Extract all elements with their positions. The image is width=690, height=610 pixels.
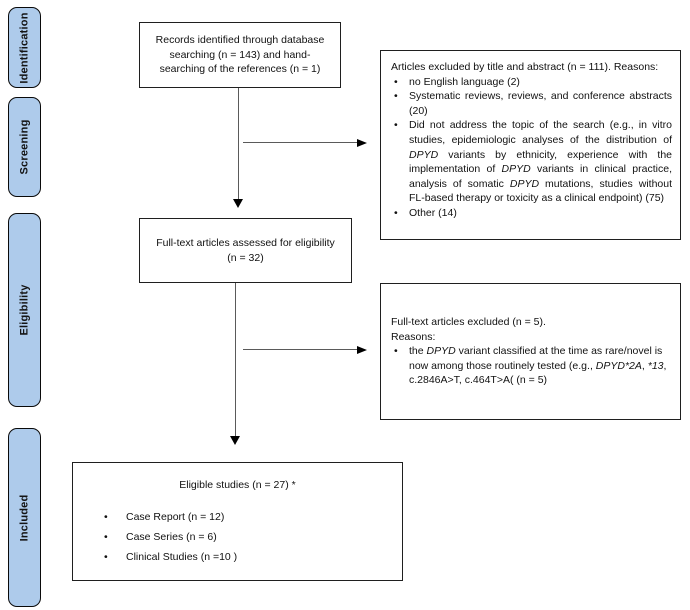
fulltext-assessed-text: Full-text articles assessed for eligibil… — [156, 236, 335, 264]
stage-label-screening: Screening — [8, 97, 41, 197]
stage-label-screening-text: Screening — [18, 119, 31, 175]
arrow-records-to-fulltext-line — [238, 88, 240, 199]
bullet-marker: • — [394, 206, 398, 219]
arrow-fulltext-to-eligible-head — [230, 436, 240, 445]
bullet-marker: • — [394, 90, 398, 103]
fulltext-excluded-box: Full-text articles excluded (n = 5). Rea… — [380, 283, 681, 420]
eligible-studies-box: Eligible studies (n = 27) * • Case Repor… — [72, 462, 403, 581]
stage-label-included: Included — [8, 428, 41, 607]
excluded-reason-text: Systematic reviews, reviews, and confere… — [409, 90, 672, 117]
eligible-study-item: • Case Series (n = 6) — [83, 530, 392, 545]
arrow-fulltext-to-eligible-line — [235, 283, 237, 436]
eligible-study-item: • Clinical Studies (n =10 ) — [83, 550, 392, 565]
excluded-reason-text: no English language (2) — [409, 75, 520, 88]
arrow-to-fulltext-excluded-line — [243, 349, 358, 351]
arrow-records-to-fulltext-head — [233, 199, 243, 208]
eligible-study-item: • Case Report (n = 12) — [83, 510, 392, 525]
records-identified-box: Records identified through database sear… — [139, 22, 341, 88]
eligible-study-text: Case Report (n = 12) — [126, 510, 225, 523]
records-identified-text: Records identified through database sear… — [155, 34, 325, 76]
excluded-reason-text: Did not address the topic of the search … — [409, 119, 673, 205]
excluded-reason-item: • no English language (2) — [391, 75, 672, 90]
stage-label-identification: Identification — [8, 7, 41, 88]
stage-label-included-text: Included — [18, 494, 31, 541]
stage-label-eligibility: Eligibility — [8, 213, 41, 407]
excluded-title-abstract-header: Articles excluded by title and abstract … — [391, 61, 659, 73]
bullet-marker: • — [394, 75, 398, 88]
fulltext-excluded-reason-item: • the DPYD variant classified at the tim… — [391, 344, 670, 388]
fulltext-assessed-box: Full-text articles assessed for eligibil… — [139, 218, 352, 283]
excluded-reason-item: • Systematic reviews, reviews, and confe… — [391, 89, 672, 118]
excluded-reason-text: Other (14) — [409, 206, 457, 219]
excluded-reason-item: • Did not address the topic of the searc… — [391, 118, 672, 206]
eligible-study-text: Case Series (n = 6) — [126, 530, 217, 543]
bullet-marker: • — [104, 550, 108, 563]
arrow-to-title-abstract-excluded-line — [243, 142, 358, 144]
stage-label-identification-text: Identification — [18, 11, 31, 84]
stage-label-eligibility-text: Eligibility — [18, 284, 31, 336]
bullet-marker: • — [104, 510, 108, 523]
fulltext-excluded-reason-text: the DPYD variant classified at the time … — [409, 345, 667, 387]
excluded-title-abstract-box: Articles excluded by title and abstract … — [380, 50, 681, 240]
bullet-marker: • — [394, 345, 398, 358]
bullet-marker: • — [104, 530, 108, 543]
fulltext-excluded-line1: Full-text articles excluded (n = 5). — [391, 316, 546, 329]
excluded-reason-item: • Other (14) — [391, 206, 672, 221]
eligible-studies-title: Eligible studies (n = 27) * — [179, 479, 296, 491]
arrow-to-title-abstract-excluded-head — [357, 138, 367, 147]
fulltext-excluded-line2: Reasons: — [391, 330, 436, 343]
eligible-study-text: Clinical Studies (n =10 ) — [126, 550, 238, 563]
arrow-to-fulltext-excluded-head — [357, 345, 367, 354]
bullet-marker: • — [394, 119, 398, 132]
